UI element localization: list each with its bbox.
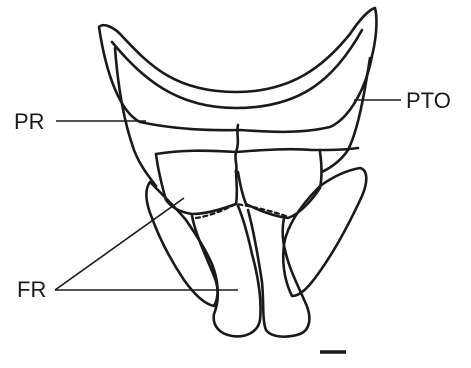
crescent-inner-outline: [112, 30, 362, 108]
parietal-lower-border: [156, 148, 358, 154]
left-frontal-upper-outline: [156, 154, 237, 214]
left-lateral-frontal-outline: [146, 182, 217, 306]
right-frontal-upper-outline: [238, 152, 322, 218]
left-central-frontal-outline: [192, 206, 261, 336]
label-fr: FR: [17, 277, 46, 302]
label-pr: PR: [14, 109, 45, 134]
parietal-midline-suture: [235, 125, 238, 172]
right-lateral-frontal-outline: [283, 168, 366, 296]
fr-leader-line-upper: [55, 198, 184, 290]
label-pto: PTO: [406, 88, 451, 113]
